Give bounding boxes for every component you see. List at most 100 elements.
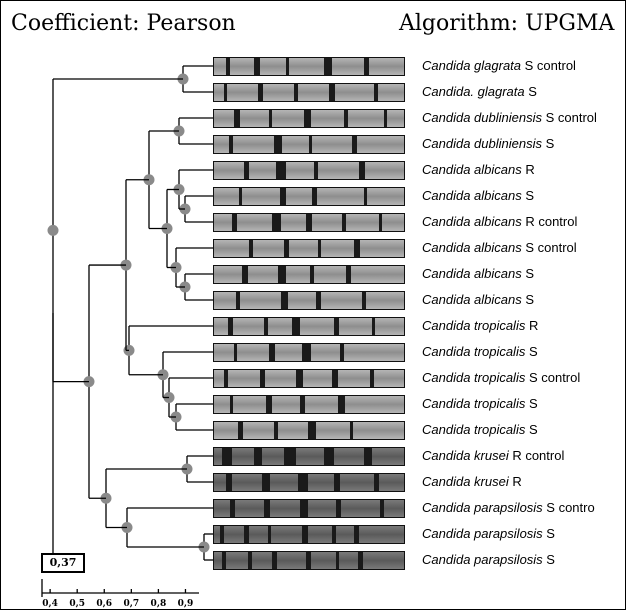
lane-label: Candida parapsilosis S bbox=[422, 526, 555, 542]
gel-band bbox=[364, 448, 372, 465]
coefficient-title: Coefficient: Pearson bbox=[11, 11, 236, 36]
lane-label: Candida tropicalis R bbox=[422, 318, 538, 334]
gel-band bbox=[324, 448, 334, 465]
species-name: Candida parapsilosis bbox=[422, 500, 543, 515]
gel-band bbox=[324, 58, 332, 75]
strain-suffix: S bbox=[524, 84, 537, 99]
scale-tick-label: 0,8 bbox=[150, 599, 167, 609]
gel-band bbox=[286, 58, 289, 75]
gel-lane bbox=[213, 551, 405, 570]
gel-band bbox=[248, 552, 252, 569]
species-name: Candida albicans bbox=[422, 188, 522, 203]
gel-band bbox=[364, 58, 369, 75]
gel-band bbox=[300, 396, 305, 413]
strain-suffix: R bbox=[521, 162, 535, 177]
gel-band bbox=[284, 240, 289, 257]
gel-band bbox=[308, 422, 316, 439]
strain-suffix: R bbox=[525, 318, 539, 333]
species-name: Candida tropicalis bbox=[422, 422, 526, 437]
species-name: Candida albicans bbox=[422, 162, 522, 177]
lane-label: Candida krusei R bbox=[422, 474, 522, 490]
gel-band bbox=[350, 422, 353, 439]
gel-band bbox=[306, 552, 311, 569]
gel-band bbox=[254, 58, 260, 75]
gel-band bbox=[316, 292, 321, 309]
lane-label: Candida albicans S control bbox=[422, 240, 577, 256]
scale-tick-label: 0,5 bbox=[69, 599, 86, 609]
gel-band bbox=[230, 396, 233, 413]
gel-band bbox=[384, 110, 387, 127]
gel-lane bbox=[213, 317, 405, 336]
gel-band bbox=[272, 214, 281, 231]
strain-suffix: S contro bbox=[542, 500, 595, 515]
strain-suffix: S bbox=[525, 344, 538, 359]
gel-band bbox=[346, 266, 351, 283]
gel-band bbox=[232, 214, 237, 231]
gel-band bbox=[332, 370, 338, 387]
gel-lane bbox=[213, 213, 405, 232]
gel-lane bbox=[213, 447, 405, 466]
gel-lane bbox=[213, 187, 405, 206]
gel-band bbox=[269, 344, 275, 361]
lane-label: Candida dubliniensis S control bbox=[422, 110, 597, 126]
strain-suffix: R bbox=[508, 474, 522, 489]
lane-label: Candida albicans S bbox=[422, 266, 534, 282]
gel-band bbox=[244, 526, 249, 543]
cutoff-box: 0,37 bbox=[41, 553, 85, 573]
strain-suffix: S control bbox=[521, 58, 576, 73]
gel-band bbox=[260, 370, 265, 387]
lane-label: Candida. glagrata S bbox=[422, 84, 537, 100]
gel-band bbox=[312, 188, 317, 205]
gel-band bbox=[302, 526, 308, 543]
lane-label: Candida albicans S bbox=[422, 292, 534, 308]
gel-band bbox=[334, 318, 339, 335]
species-name: Candida dubliniensis bbox=[422, 110, 542, 125]
strain-suffix: S bbox=[525, 422, 538, 437]
species-name: Candida albicans bbox=[422, 240, 522, 255]
strain-suffix: R control bbox=[508, 448, 565, 463]
gel-band bbox=[318, 240, 321, 257]
gel-band bbox=[306, 214, 312, 231]
species-name: Candida glagrata bbox=[422, 58, 522, 73]
gel-band bbox=[272, 552, 277, 569]
gel-lane bbox=[213, 109, 405, 128]
strain-suffix: S bbox=[525, 396, 538, 411]
species-name: Candida krusei bbox=[422, 448, 509, 463]
gel-band bbox=[230, 500, 235, 517]
strain-suffix: S control bbox=[525, 370, 581, 385]
gel-lane bbox=[213, 83, 405, 102]
gel-band bbox=[374, 84, 378, 101]
gel-band bbox=[370, 370, 374, 387]
gel-band bbox=[294, 84, 298, 101]
species-name: Candida parapsilosis bbox=[422, 552, 543, 567]
gel-band bbox=[242, 266, 248, 283]
gel-band bbox=[352, 136, 357, 153]
gel-band bbox=[220, 526, 224, 543]
lane-label: Candida tropicalis S control bbox=[422, 370, 580, 386]
lane-label: Candida parapsilosis S bbox=[422, 552, 555, 568]
lane-label: Candida krusei R control bbox=[422, 448, 564, 464]
lane-label: Candida tropicalis S bbox=[422, 344, 538, 360]
strain-suffix: S bbox=[521, 292, 535, 307]
gel-band bbox=[310, 266, 314, 283]
strain-suffix: S bbox=[542, 552, 555, 567]
gel-band bbox=[274, 136, 282, 153]
gel-lane bbox=[213, 239, 405, 258]
gel-band bbox=[340, 344, 344, 361]
gel-band bbox=[336, 500, 341, 517]
lane-label: Candida parapsilosis S contro bbox=[422, 500, 595, 516]
gel-band bbox=[226, 58, 230, 75]
gel-band bbox=[268, 526, 271, 543]
gel-band bbox=[362, 292, 366, 309]
gel-band bbox=[342, 214, 346, 231]
gel-band bbox=[338, 396, 345, 413]
species-name: Candida. glagrata bbox=[422, 84, 525, 99]
gel-band bbox=[332, 526, 336, 543]
gel-lane bbox=[213, 525, 405, 544]
lane-label: Candida dubliniensis S bbox=[422, 136, 554, 152]
gel-band bbox=[292, 318, 300, 335]
strain-suffix: S bbox=[541, 136, 555, 151]
gel-band bbox=[234, 110, 240, 127]
species-name: Candida dubliniensis bbox=[422, 136, 542, 151]
